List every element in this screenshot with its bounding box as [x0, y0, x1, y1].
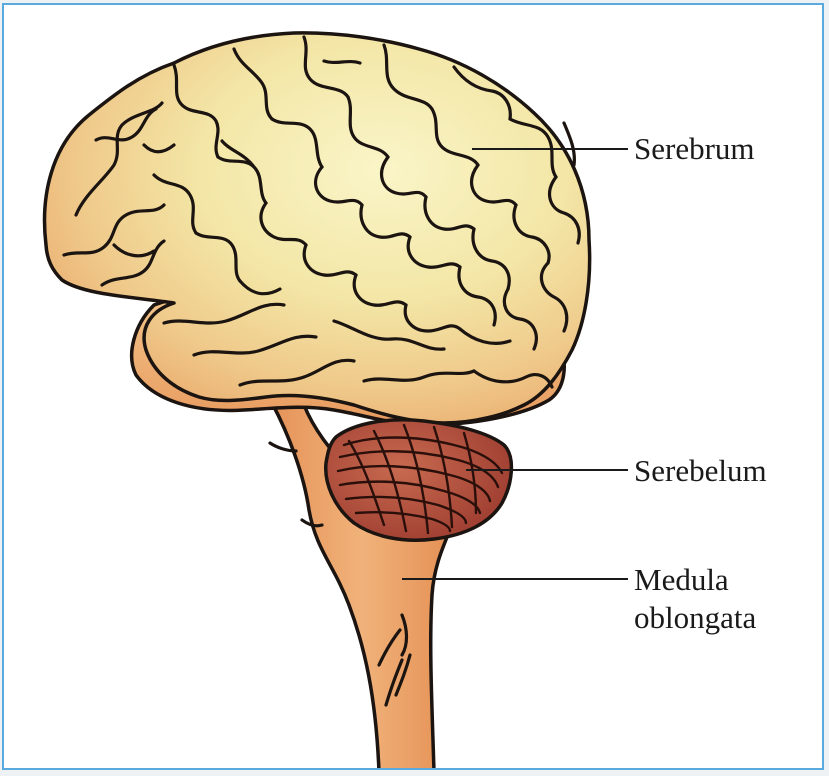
- cerebrum: [42, 31, 592, 425]
- brain-diagram: Serebrum Serebelum Medula oblongata: [42, 31, 767, 768]
- label-medulla-line2: oblongata: [634, 600, 756, 635]
- label-medulla-line1: Medula: [634, 562, 729, 597]
- figure-frame: Serebrum Serebelum Medula oblongata: [2, 3, 824, 770]
- cerebellum: [324, 418, 514, 542]
- label-cerebrum: Serebrum: [634, 131, 755, 166]
- label-cerebellum: Serebelum: [634, 453, 767, 488]
